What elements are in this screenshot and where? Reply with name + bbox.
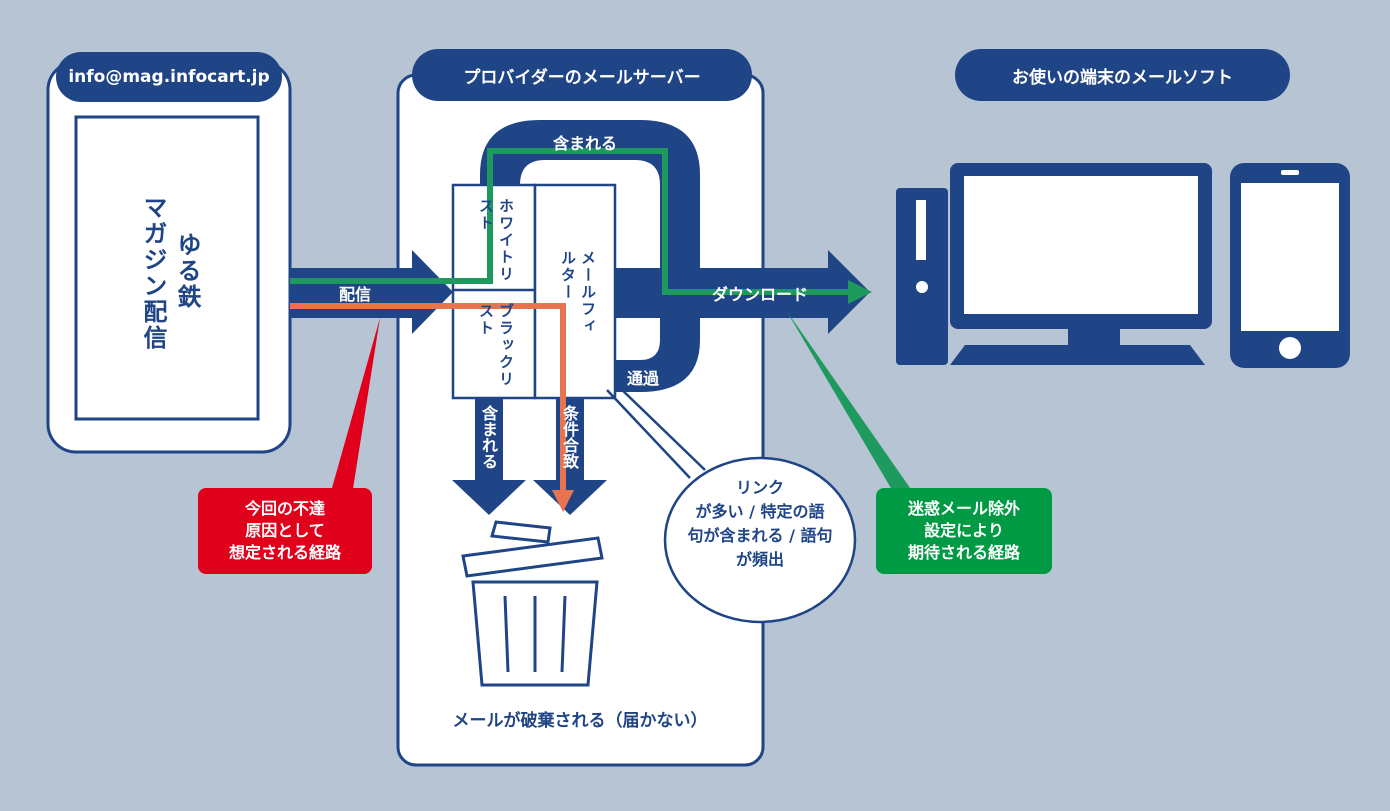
sender-name-line1: ゆる鉄 bbox=[173, 232, 201, 310]
green-callout-line1: 迷惑メール除外 bbox=[907, 499, 1020, 518]
green-callout-line3: 期待される経路 bbox=[907, 543, 1020, 562]
condition-down-arrow bbox=[533, 398, 607, 515]
green-callout: 迷惑メール除外 設定により 期待される経路 bbox=[876, 488, 1052, 574]
pass-loop bbox=[480, 120, 700, 392]
red-route bbox=[290, 303, 566, 490]
bubble-line1: リンク bbox=[735, 478, 784, 497]
bubble-line2: が多い / 特定の語 bbox=[695, 502, 825, 521]
sender-address: info@mag.infocart.jp bbox=[56, 52, 282, 102]
bubble-line4: が頻出 bbox=[735, 550, 784, 569]
smartphone-icon bbox=[1230, 163, 1350, 368]
server-title: プロバイダーのメールサーバー bbox=[412, 49, 752, 101]
green-route-head bbox=[848, 280, 872, 304]
bubble-tail-2 bbox=[617, 385, 706, 471]
whitelist-label: ホワイトリスト bbox=[477, 198, 515, 283]
red-route-head bbox=[552, 490, 574, 512]
download-label: ダウンロード bbox=[711, 285, 808, 304]
blacklist-label: ブラックリスト bbox=[477, 303, 515, 388]
deliver-arrow bbox=[290, 250, 453, 334]
pass-label: 通過 bbox=[626, 369, 659, 388]
mailfilter-label: メールフィルター bbox=[559, 250, 597, 335]
sender-screen bbox=[74, 115, 260, 421]
green-callout-line2: 設定により bbox=[924, 521, 1004, 540]
green-pointer bbox=[786, 310, 915, 495]
red-callout-line2: 原因として bbox=[245, 521, 325, 540]
speech-bubble bbox=[663, 456, 857, 624]
trash-icon bbox=[461, 520, 604, 687]
included-top-label: 含まれる bbox=[552, 134, 617, 153]
mailfilter-box bbox=[533, 183, 617, 400]
included-down-arrow bbox=[452, 398, 526, 515]
red-callout-line3: 想定される経路 bbox=[228, 543, 341, 562]
deliver-label: 配信 bbox=[338, 285, 371, 304]
bubble-tail bbox=[606, 389, 691, 479]
green-route bbox=[290, 148, 848, 295]
red-callout: 今回の不達 原因として 想定される経路 bbox=[198, 488, 372, 574]
desktop-icon bbox=[896, 163, 1212, 365]
bubble-text: リンク が多い / 特定の語 句が含まれる / 語句 が頻出 bbox=[665, 476, 855, 572]
red-callout-line1: 今回の不達 bbox=[244, 499, 325, 518]
device-title: お使いの端末のメールソフト bbox=[955, 49, 1290, 101]
discard-label: メールが破棄される（届かない） bbox=[452, 711, 708, 731]
condition-match-label: 条件合致 bbox=[560, 405, 579, 469]
red-pointer bbox=[330, 318, 380, 495]
bubble-line3: 句が含まれる / 語句 bbox=[687, 526, 833, 545]
included-down-label: 含まれる bbox=[479, 405, 498, 469]
sender-name-line2: マガジン配信 bbox=[139, 195, 167, 351]
